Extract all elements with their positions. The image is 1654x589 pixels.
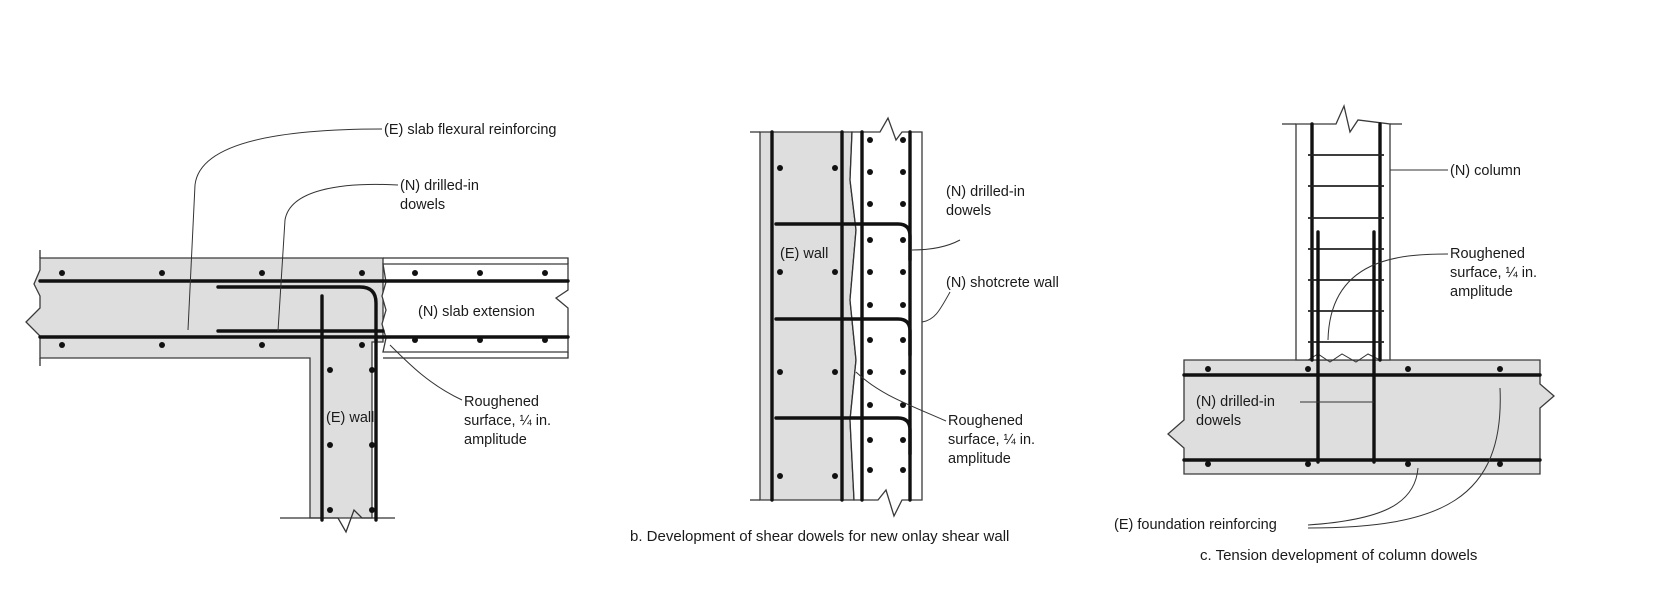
- label-rough-a-1: Roughened: [464, 394, 539, 410]
- label-rough-a-2: surface, ¼ in.: [464, 413, 551, 429]
- foundation-rebar-dots: [1205, 366, 1503, 467]
- new-slab-extension-bottom: [383, 352, 569, 359]
- leader-foundation-2: [1307, 387, 1501, 529]
- label-slab-extension: (N) slab extension: [418, 304, 535, 320]
- dowel-b-1: [774, 222, 912, 262]
- leader-rough-a: [389, 344, 463, 401]
- existing-slab-and-wall: [25, 257, 384, 519]
- label-slab-reinf: (E) slab flexural reinforcing: [384, 122, 556, 138]
- leader-rough-c: [1327, 253, 1449, 341]
- label-rough-b-2: surface, ¼ in.: [948, 432, 1035, 448]
- label-dowels-b-2: dowels: [946, 203, 991, 219]
- label-foundation: (E) foundation reinforcing: [1114, 517, 1277, 533]
- caption-b: b. Development of shear dowels for new o…: [630, 528, 1009, 545]
- panel-a-slab-wall-connection: (E) slab flexural reinforcing (N) drille…: [25, 122, 570, 534]
- label-rough-b-3: amplitude: [948, 451, 1011, 467]
- leader-dowels-a: [277, 183, 399, 332]
- slab-rebar-dots: [59, 270, 548, 513]
- new-slab-extension-top: [383, 257, 569, 264]
- new-slab-extension: [381, 263, 569, 353]
- roughened-interface-b: [849, 131, 857, 501]
- drilled-dowel-top: [216, 285, 378, 342]
- label-wall-a: (E) wall: [326, 410, 374, 426]
- existing-wall-b-top: [750, 131, 760, 501]
- leader-rough-b: [855, 371, 947, 422]
- panel-b-onlay-shear-wall: (N) drilled-in dowels (E) wall (N) shotc…: [630, 116, 1059, 545]
- panel-c-column-foundation: (N) column Roughened surface, ¼ in. ampl…: [1114, 103, 1555, 564]
- leader-shotcrete: [921, 291, 951, 323]
- label-column: (N) column: [1450, 163, 1521, 179]
- wall-b-rebar-dots: [777, 137, 906, 479]
- label-dowels-b-1: (N) drilled-in: [946, 184, 1025, 200]
- leader-dowels-b: [911, 239, 961, 251]
- label-wall-b: (E) wall: [780, 246, 828, 262]
- label-dowels-c-2: dowels: [1196, 413, 1241, 429]
- label-rough-c-2: surface, ¼ in.: [1450, 265, 1537, 281]
- new-column: [1295, 103, 1391, 361]
- leader-slab-reinf: [187, 128, 383, 331]
- label-rough-b-1: Roughened: [948, 413, 1023, 429]
- label-rough-c-3: amplitude: [1450, 284, 1513, 300]
- caption-c: c. Tension development of column dowels: [1200, 547, 1477, 564]
- label-rough-a-3: amplitude: [464, 432, 527, 448]
- leader-foundation-1: [1307, 467, 1419, 526]
- dowel-b-2: [774, 317, 912, 357]
- dowel-b-3: [774, 416, 912, 456]
- column-ties: [1308, 154, 1384, 343]
- label-dowels-c-1: (N) drilled-in: [1196, 394, 1275, 410]
- wall-break-bottom: [280, 508, 395, 534]
- label-dowels-a-1: (N) drilled-in: [400, 178, 479, 194]
- label-rough-c-1: Roughened: [1450, 246, 1525, 262]
- label-shotcrete: (N) shotcrete wall: [946, 275, 1059, 291]
- label-dowels-a-2: dowels: [400, 197, 445, 213]
